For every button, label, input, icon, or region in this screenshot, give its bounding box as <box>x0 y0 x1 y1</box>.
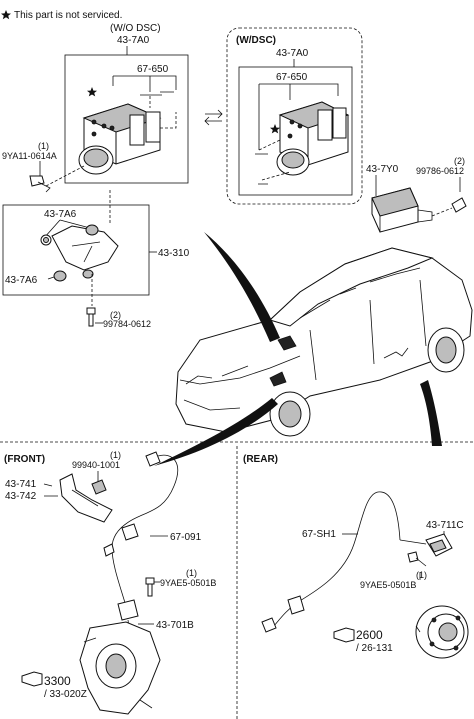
front-bolt-qty: (1) <box>186 568 197 578</box>
dsc-bolt-part: 99786-0612 <box>416 166 464 176</box>
star-icon-w-dsc <box>270 124 280 134</box>
star-icon <box>1 10 11 20</box>
exchange-arrows-icon <box>204 109 223 126</box>
pointing-hand-icon-front <box>21 671 43 687</box>
abs-hydraulic-unit-wo-dsc <box>78 91 177 175</box>
vehicle-illustration <box>154 232 473 466</box>
rear-bolt-qty: (1) <box>416 570 427 580</box>
pointing-hand-icon-rear <box>333 627 355 643</box>
bracket-frame <box>2 204 150 296</box>
abs-unit-wo-dsc: (W/O DSC) 43-7A0 67-650 <box>64 23 189 184</box>
star-icon-wo-dsc <box>87 87 97 97</box>
mount-bottom-label: 43-7A6 <box>5 275 38 286</box>
front-ref-sub: / 33-020Z <box>44 689 87 700</box>
front-nut-part: 99940-1001 <box>72 460 120 470</box>
wo-dsc-frame <box>64 54 189 184</box>
bolt-9ya11: (1) 9YA11-0614A <box>2 141 85 193</box>
front-sensor-part: 43-701B <box>156 620 194 631</box>
rear-ref: 2600 <box>356 628 383 642</box>
bolt-left-part: 9YA11-0614A <box>2 151 57 161</box>
abs-unit-w-dsc: (W/DSC) 43-7A0 67-650 <box>226 27 363 205</box>
front-sensor-cable: 67-091 <box>170 532 202 543</box>
front-nut-qty: (1) <box>110 450 121 460</box>
dsc-bolt-qty: (2) <box>454 156 465 166</box>
wo-dsc-part-label: 43-7A0 <box>117 35 150 46</box>
w-dsc-dashed-frame <box>226 27 363 205</box>
wo-dsc-subpart-label: 67-650 <box>137 64 169 75</box>
wo-dsc-variant-label: (W/O DSC) <box>110 23 161 34</box>
rear-section: (REAR) 67-SH1 43-711C (1) 9YAE5-0501B 26… <box>243 454 469 659</box>
bolt-99784: (2) 99784-0612 <box>86 307 151 329</box>
front-bracket-b: 43-742 <box>5 491 37 502</box>
bracket-part-label: 43-310 <box>158 248 190 259</box>
rear-title: (REAR) <box>243 454 278 465</box>
front-section: (FRONT) (1) 99940-1001 43-741 43-742 67-… <box>4 450 216 715</box>
rear-bolt-part: 9YAE5-0501B <box>360 580 416 590</box>
w-dsc-subpart-label: 67-650 <box>276 72 308 83</box>
front-title: (FRONT) <box>4 454 45 465</box>
w-dsc-frame <box>238 66 353 196</box>
note: This part is not serviced. <box>1 10 122 21</box>
front-bracket-a: 43-741 <box>5 479 37 490</box>
rear-sensor-part: 43-711C <box>426 520 464 531</box>
dsc-module-part: 43-7Y0 <box>366 164 399 175</box>
bolt-bracket-part: 99784-0612 <box>103 319 151 329</box>
mount-top-label: 43-7A6 <box>44 209 77 220</box>
bracket-assembly: 43-7A6 43-7A6 43-310 <box>2 190 190 306</box>
abs-hydraulic-unit-w-dsc <box>255 101 350 185</box>
rear-sensor-cable: 67-SH1 <box>302 529 336 540</box>
bolt-left-qty: (1) <box>38 141 49 151</box>
front-bolt-part: 9YAE5-0501B <box>160 578 216 588</box>
dsc-module: 43-7Y0 (2) 99786-0612 <box>366 156 467 233</box>
note-text: This part is not serviced. <box>14 10 122 21</box>
bolt-bracket-qty: (2) <box>110 310 121 320</box>
front-ref: 3300 <box>44 674 71 688</box>
w-dsc-part-label: 43-7A0 <box>276 48 309 59</box>
rear-ref-sub: / 26-131 <box>356 643 393 654</box>
w-dsc-variant-label: (W/DSC) <box>236 35 276 46</box>
